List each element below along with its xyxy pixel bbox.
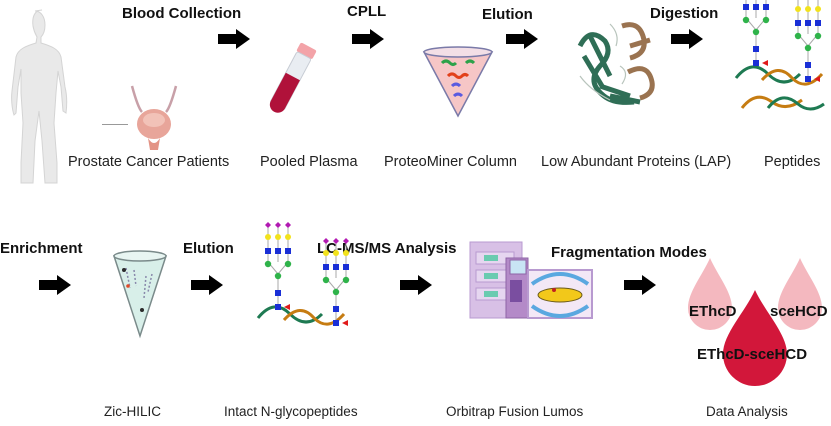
arrow-right-icon xyxy=(671,29,703,49)
step-label-cpll: CPLL xyxy=(347,3,387,20)
pointer-line xyxy=(102,124,128,125)
caption-peptides: Peptides xyxy=(764,154,821,170)
caption-low-abundant-proteins: Low Abundant Proteins (LAP) xyxy=(541,154,732,170)
arrow-right-icon xyxy=(352,29,384,49)
caption-pooled-plasma: Pooled Plasma xyxy=(260,154,358,170)
step-label-blood-collection: Blood Collection xyxy=(122,5,242,22)
glycopeptide-icon xyxy=(734,0,825,111)
proteominer-column-icon xyxy=(422,46,494,118)
step-label-enrichment: Enrichment xyxy=(0,240,83,257)
arrow-right-icon xyxy=(624,275,656,295)
zic-hilic-column-icon xyxy=(112,250,168,339)
glycan-tree xyxy=(742,0,770,66)
caption-data-analysis: Data Analysis xyxy=(706,404,788,419)
protein-structure-icon xyxy=(577,22,655,105)
step-label-digestion: Digestion xyxy=(650,5,719,22)
glycan-tree xyxy=(322,238,350,326)
peptide-chain xyxy=(766,96,825,111)
ethcd-scehcd-drop-icon xyxy=(723,290,787,386)
caption-zic-hilic: Zic-HILIC xyxy=(104,404,161,419)
intact-glycopeptide-icon xyxy=(256,222,350,326)
arrow-right-icon xyxy=(506,29,538,49)
caption-orbitrap-fusion-lumos: Orbitrap Fusion Lumos xyxy=(446,404,584,419)
caption-prostate-cancer-patients: Prostate Cancer Patients xyxy=(68,154,230,170)
mode-label-scehcd: sceHCD xyxy=(770,303,828,320)
prostate-organ-icon xyxy=(130,85,178,150)
arrow-right-icon xyxy=(400,275,432,295)
step-label-lc-ms-ms: LC-MS/MS Analysis xyxy=(317,240,457,257)
step-label-fragmentation-modes: Fragmentation Modes xyxy=(551,244,707,261)
step-label-elution-1: Elution xyxy=(482,6,533,23)
arrow-right-icon xyxy=(191,275,223,295)
step-label-elution-2: Elution xyxy=(183,240,234,257)
human-figure-icon xyxy=(11,9,68,184)
scehcd-drop-icon xyxy=(778,258,822,330)
glycan-tree xyxy=(794,0,822,82)
mode-label-ethcd: EThcD xyxy=(689,303,737,320)
glycan-tree xyxy=(264,222,292,310)
caption-proteominer-column: ProteoMiner Column xyxy=(384,154,517,170)
arrow-right-icon xyxy=(39,275,71,295)
ethcd-drop-icon xyxy=(688,258,732,330)
arrow-right-icon xyxy=(218,29,250,49)
mode-label-ethcd-scehcd: EThcD-sceHCD xyxy=(697,346,808,363)
peptide-chain xyxy=(760,69,824,86)
caption-intact-n-glycopeptides: Intact N-glycopeptides xyxy=(224,404,358,419)
orbitrap-instrument-icon xyxy=(469,241,593,319)
blood-tube-icon xyxy=(269,42,317,113)
